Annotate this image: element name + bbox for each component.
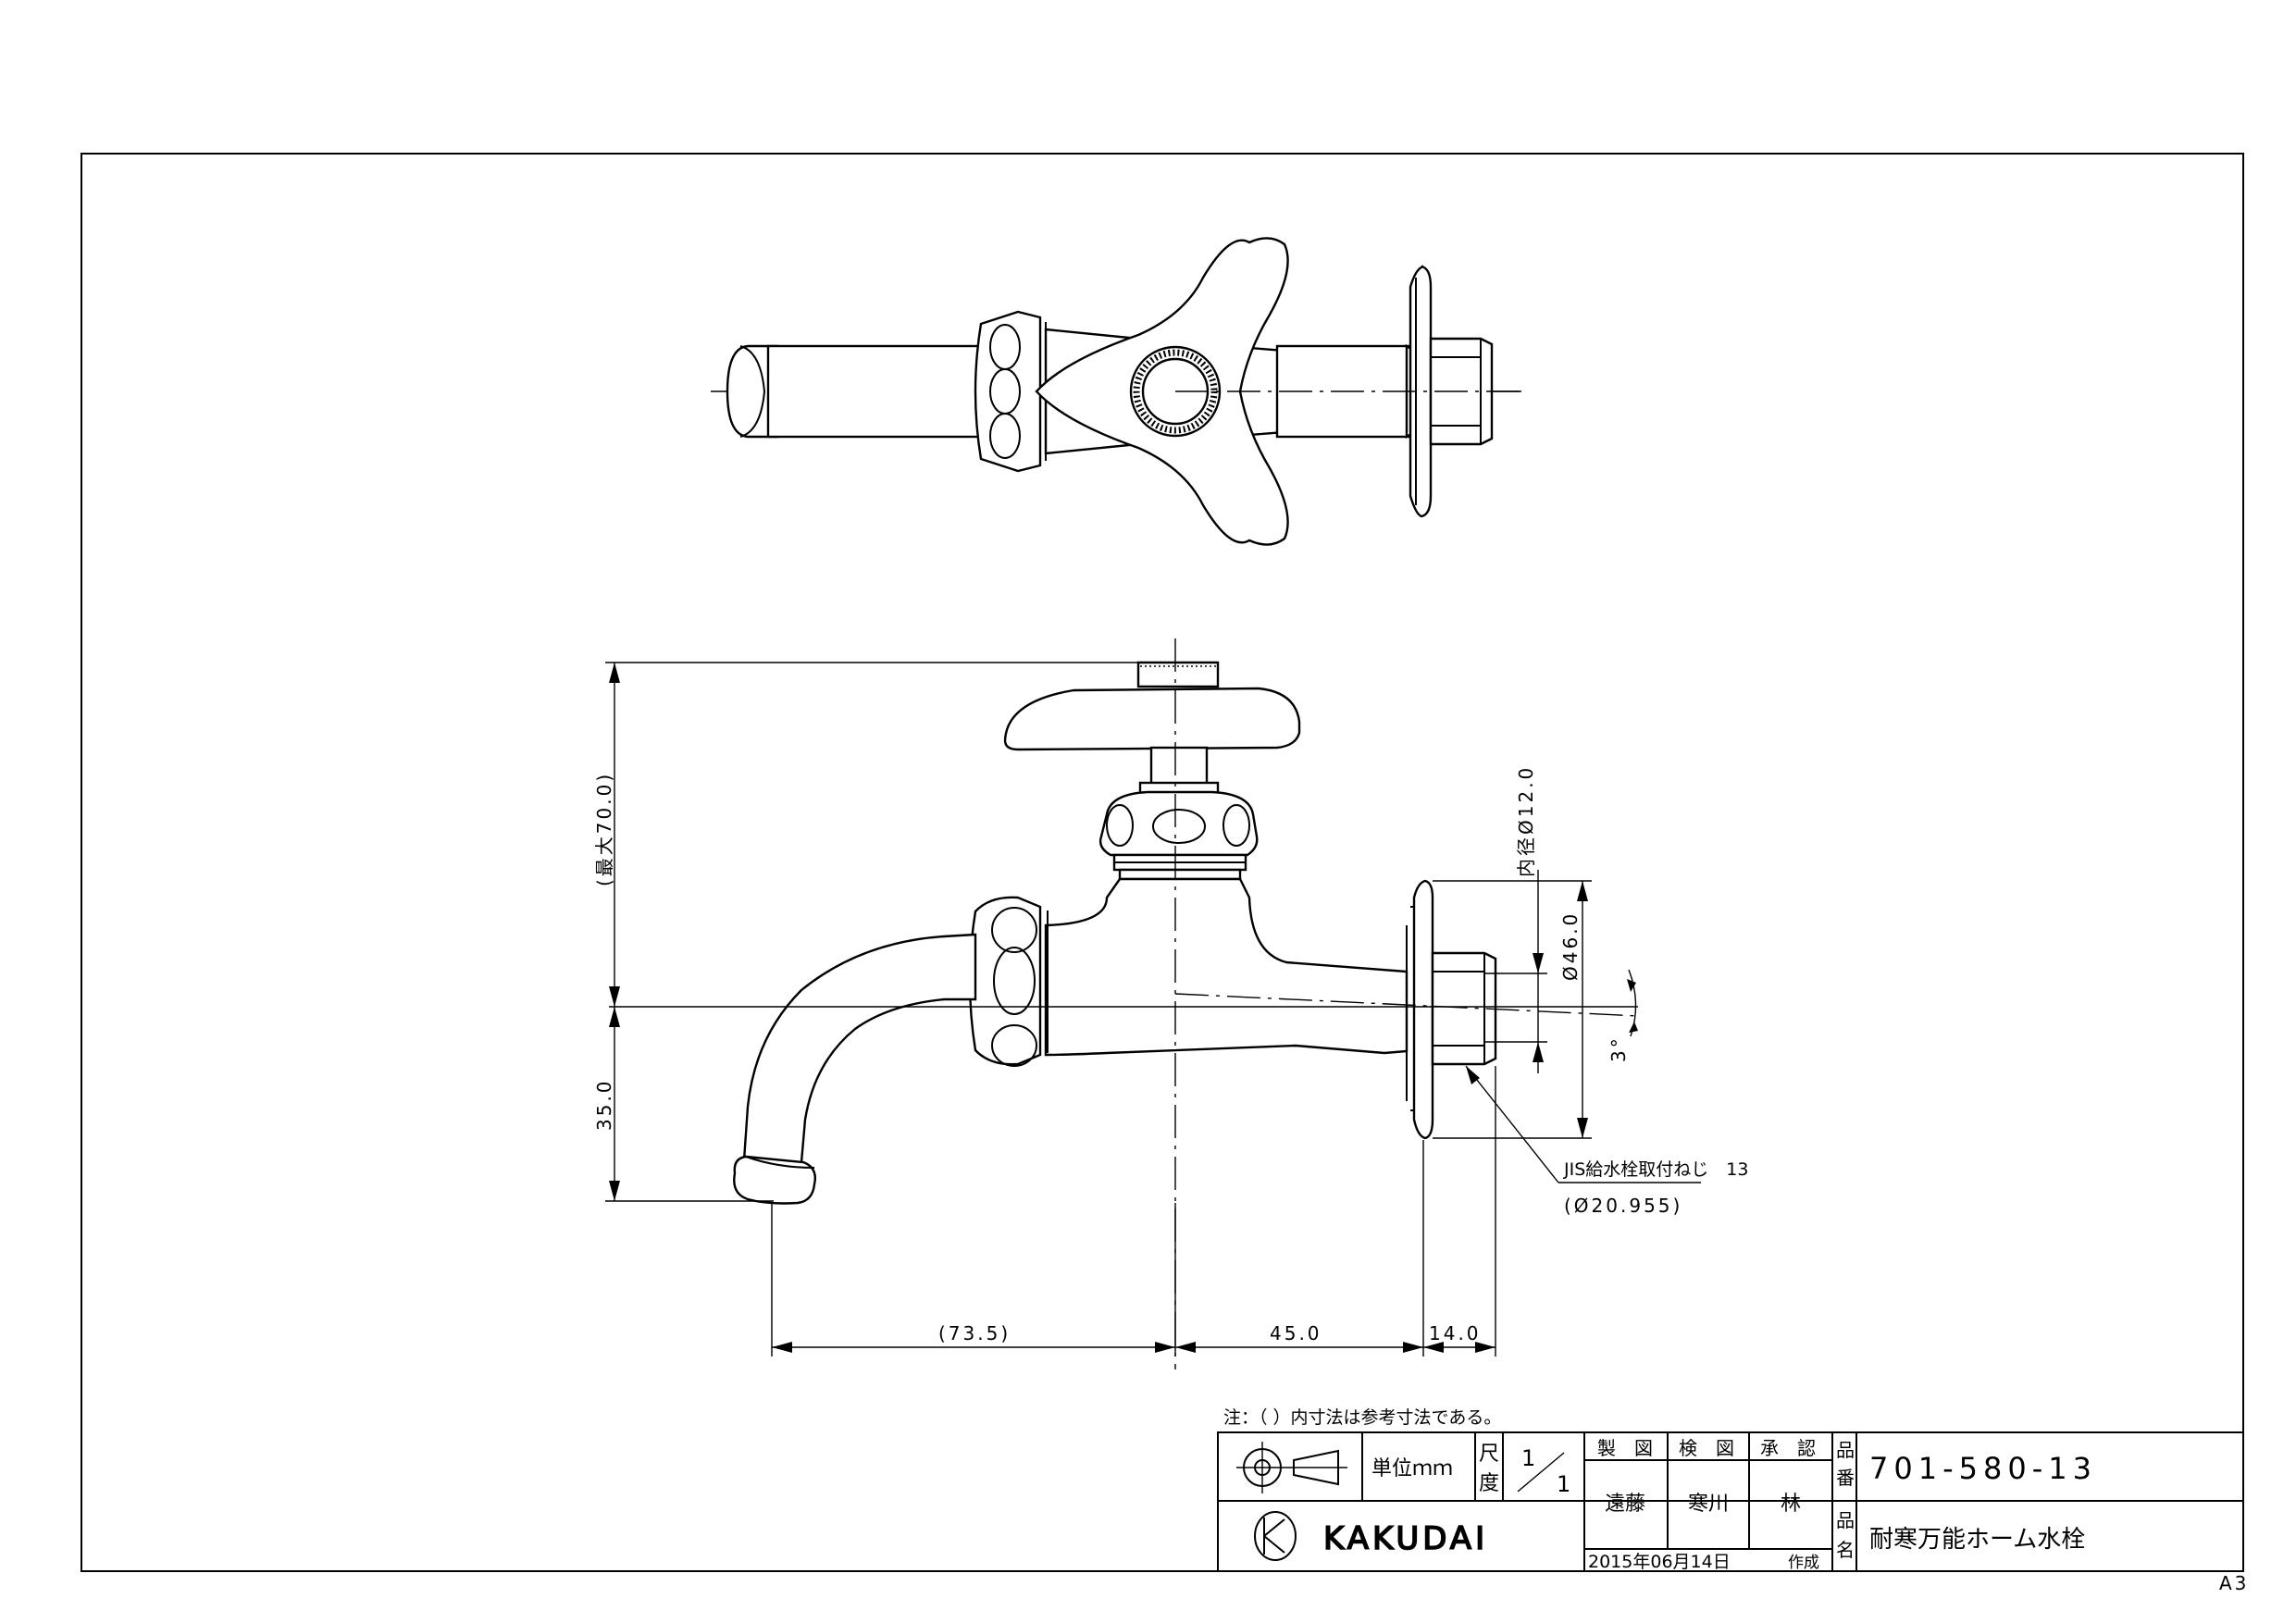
scale-denominator: 1	[1557, 1471, 1570, 1497]
sheet-size-label: A3	[2219, 1572, 2249, 1594]
unit-label: 単位ｍｍ	[1371, 1457, 1453, 1481]
dimension-labels: (最大70.0) 35.0 (73.5) 45.0 14.0 内径Ø12.0 Ø…	[593, 765, 1748, 1344]
drafted-label: 製 図	[1597, 1437, 1653, 1459]
scale-label-top: 尺	[1479, 1443, 1499, 1466]
creation-date-suffix: 作成	[1788, 1554, 1819, 1572]
part-number-label-2: 番	[1836, 1467, 1855, 1489]
part-name-label-2: 名	[1836, 1539, 1855, 1561]
title-block: 単位ｍｍ 尺 度 1 1 製 図 検 図 承 認 遠藤 寒川 林 品 番 品 名…	[1217, 1431, 2244, 1572]
dim-body-length: 45.0	[1270, 1322, 1322, 1344]
projection-symbol-icon	[1236, 1442, 1347, 1493]
approved-by: 林	[1781, 1493, 1801, 1516]
drafted-by: 遠藤	[1605, 1493, 1645, 1516]
part-name: 耐寒万能ホーム水栓	[1869, 1526, 2085, 1554]
dim-spout-drop: 35.0	[593, 1078, 615, 1131]
dim-flange-diameter: Ø46.0	[1559, 911, 1582, 981]
front-view	[609, 638, 1639, 1369]
drawing-frame	[81, 153, 2244, 1572]
scale-label-bottom: 度	[1479, 1472, 1499, 1495]
dim-thread-length: 14.0	[1429, 1322, 1482, 1344]
brand-wordmark: KAKUDAI	[1323, 1520, 1488, 1557]
part-number-label-1: 品	[1836, 1439, 1855, 1461]
reference-note: 注：（ ）内寸法は参考寸法である。	[1223, 1407, 1501, 1428]
part-number: 701-580-13	[1869, 1451, 2097, 1486]
part-name-label-1: 品	[1836, 1509, 1855, 1531]
creation-date: 2015年06月14日	[1588, 1552, 1731, 1572]
thread-spec-label: JIS給水栓取付ねじ 13	[1563, 1159, 1748, 1180]
dim-max-height: (最大70.0)	[593, 772, 615, 886]
thread-diameter-label: (Ø20.955)	[1564, 1195, 1682, 1217]
dimension-lines	[605, 662, 1701, 1357]
top-view	[711, 237, 1527, 546]
dim-angle: 3°	[1607, 1035, 1630, 1062]
scale-numerator: 1	[1521, 1445, 1535, 1471]
checked-label: 検 図	[1679, 1437, 1734, 1459]
kakudai-logo: KAKUDAI	[1254, 1511, 1488, 1561]
approved-label: 承 認	[1760, 1437, 1816, 1459]
dim-inner-diameter: 内径Ø12.0	[1515, 765, 1537, 877]
checked-by: 寒川	[1688, 1493, 1729, 1516]
dim-spout-reach: (73.5)	[938, 1322, 1011, 1344]
